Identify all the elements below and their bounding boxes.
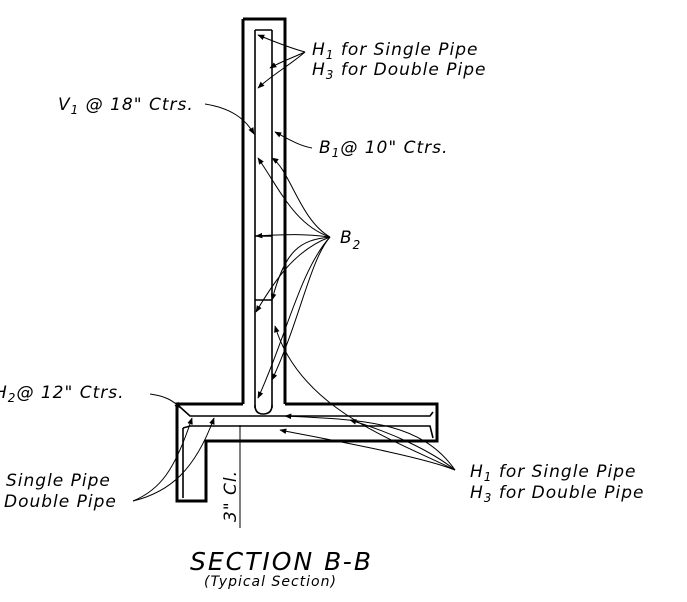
label-single-pipe-left: Single Pipe — [6, 471, 111, 491]
leader-b2-3 — [255, 232, 331, 239]
label-h2-spacing: H2@ 12" Ctrs. — [0, 383, 124, 405]
leader-h-bottom-2 — [349, 419, 456, 471]
leader-h2 — [149, 393, 182, 409]
stem-hook — [254, 404, 273, 415]
section-title: SECTION B-B — [190, 547, 373, 576]
leader-pipe-left-2 — [132, 417, 215, 502]
leader-pipe-left-1 — [132, 417, 193, 502]
leader-b2-2 — [257, 157, 331, 238]
section-subtitle: (Typical Section) — [204, 574, 337, 590]
leader-v1 — [204, 103, 255, 135]
leader-b2-1 — [271, 157, 331, 238]
footing-bar-top — [179, 406, 434, 417]
leader-h-top-1 — [257, 34, 306, 53]
label-clear-cover: 3" Cl. — [221, 470, 241, 522]
label-h1-single-top: H1 for Single Pipe — [312, 40, 479, 62]
footing-outline — [175, 402, 439, 503]
footing-bar-bottom — [182, 425, 434, 439]
leader-b2-4 — [270, 236, 331, 301]
label-h3-double-bottom: H3 for Double Pipe — [470, 483, 645, 505]
leader-h-bottom-3 — [284, 413, 456, 471]
label-b2: B2 — [340, 228, 361, 252]
leader-b2-7 — [257, 236, 331, 399]
leader-h-top-3 — [257, 51, 306, 89]
label-h3-double-top: H3 for Double Pipe — [312, 60, 487, 82]
label-h1-single-bottom: H1 for Single Pipe — [470, 462, 637, 484]
leader-b2-6 — [271, 236, 331, 381]
label-b1-spacing: B1@ 10" Ctrs. — [319, 138, 448, 160]
leader-h-top-2 — [269, 51, 306, 69]
leader-b2-5 — [255, 236, 331, 313]
wall-stem-outline — [241, 17, 287, 404]
label-double-pipe-left: Double Pipe — [4, 492, 117, 512]
leader-h-bottom-4 — [274, 325, 456, 471]
leader-h-bottom-1 — [279, 428, 456, 471]
leader-b1 — [274, 131, 313, 149]
label-v1-spacing: V1 @ 18" Ctrs. — [58, 95, 194, 117]
